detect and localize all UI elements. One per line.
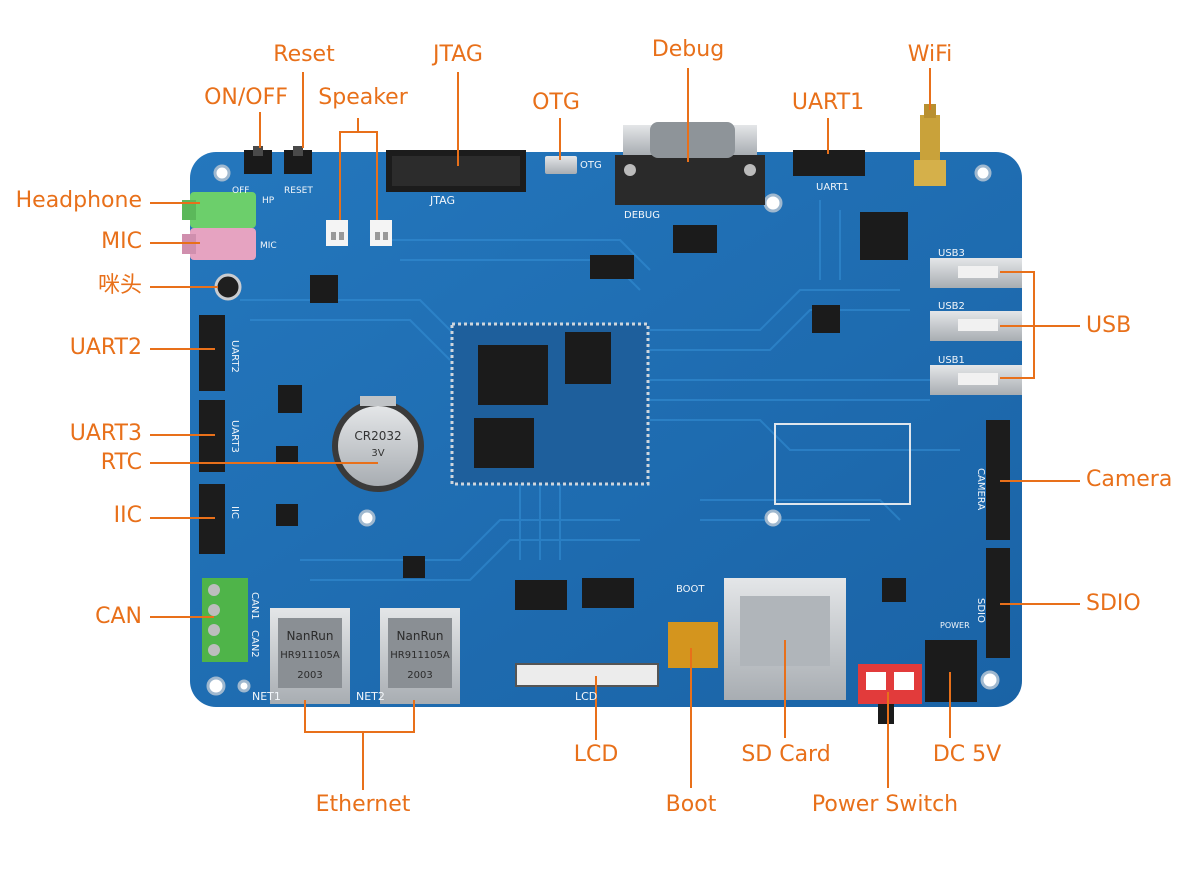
misc-chips [276,212,908,610]
silkscreen-usb2: USB2 [938,301,965,312]
ethernet-jacks [270,608,460,704]
silkscreen-otg: OTG [580,160,602,171]
silkscreen-debug: DEBUG [624,210,660,221]
ethernet-marking-hr_part-1: HR911105A [280,650,340,661]
label-mic: MIC [101,229,142,254]
label-boot: Boot [665,792,717,817]
rtc-battery [332,396,424,492]
silkscreen-hp: HP [262,196,275,206]
silkscreen-usb1: USB1 [938,355,965,366]
silkscreen-sdio: SDIO [975,598,986,623]
label-debug: Debug [651,37,725,62]
usb-ports [930,258,1022,395]
silkscreen-iic: IIC [229,506,240,519]
label-sd-card: SD Card [741,742,831,767]
microphone-capsule [214,273,242,301]
sim-slot-outline [774,423,911,505]
uart1-header [793,150,865,176]
headphone-jack [190,192,256,228]
label-speaker: Speaker [318,85,408,110]
label-lcd: LCD [573,742,619,767]
mounting-holes [206,164,1000,696]
ethernet-marking-date_code-2: 2003 [407,670,432,681]
silkscreen-can2: CAN2 [249,630,260,658]
label-sdio: SDIO [1086,591,1141,616]
label-usb: USB [1086,313,1132,338]
silkscreen-camera: CAMERA [975,468,986,510]
label-otg: OTG [532,90,580,115]
silkscreen-usb3: USB3 [938,248,965,259]
debug-db9-connector [615,122,765,205]
callout-lines [150,68,1080,790]
label-wifi: WiFi [907,42,953,67]
label-reset: Reset [273,42,335,67]
label-jtag: JTAG [433,42,483,67]
silkscreen-reset: RESET [284,186,313,196]
label-camera: Camera [1086,467,1173,492]
label-uart2: UART2 [69,335,142,360]
silkscreen-power: POWER [940,621,970,630]
label-uart3: UART3 [69,421,142,446]
battery-marking-battery_line1: CR2032 [354,429,401,443]
label-ethernet: Ethernet [315,792,411,817]
ethernet-marking-date_code-1: 2003 [297,670,322,681]
silkscreen-uart1: UART1 [816,182,849,193]
uart2-header [199,315,225,391]
battery-marking-battery_line2: 3V [371,448,384,459]
label-dc5v: DC 5V [932,742,1002,767]
silkscreen-can1: CAN1 [249,592,260,620]
silkscreen-net1: NET1 [252,690,281,703]
label-can: CAN [95,604,142,629]
silkscreen-uart3: UART3 [229,420,240,453]
mic-jack [190,228,256,260]
label-on-off: ON/OFF [204,85,288,110]
silkscreen-boot: BOOT [676,584,705,595]
silkscreen-lcd: LCD [575,690,597,703]
power-switch-block [858,664,922,724]
can-terminal [202,578,248,662]
silkscreen-jtag: JTAG [429,194,455,207]
silkscreen-mic: MIC [260,241,277,251]
core-module [450,322,650,486]
ethernet-marking-nanrun-2: NanRun [397,629,444,643]
label-power-switch: Power Switch [811,792,959,817]
jtag-header [386,150,526,192]
pcb-traces [240,200,960,581]
wifi-antenna [914,104,946,186]
boot-dip-switch [668,622,718,668]
label-mic-head: 咪头 [97,273,142,298]
label-headphone: Headphone [15,188,142,213]
label-uart1: UART1 [791,90,865,115]
speaker-connectors [326,220,392,246]
silkscreen-off: OFF [232,186,249,196]
sd-card-slot [724,578,846,700]
silkscreen-net2: NET2 [356,690,385,703]
otg-connector [545,156,577,174]
power-and-reset-buttons [244,146,312,174]
label-iic: IIC [113,503,142,528]
ethernet-marking-hr_part-2: HR911105A [390,650,450,661]
label-rtc: RTC [100,450,142,475]
silkscreen-uart2: UART2 [229,340,240,373]
ethernet-marking-nanrun-1: NanRun [287,629,334,643]
lcd-connector [515,663,659,687]
